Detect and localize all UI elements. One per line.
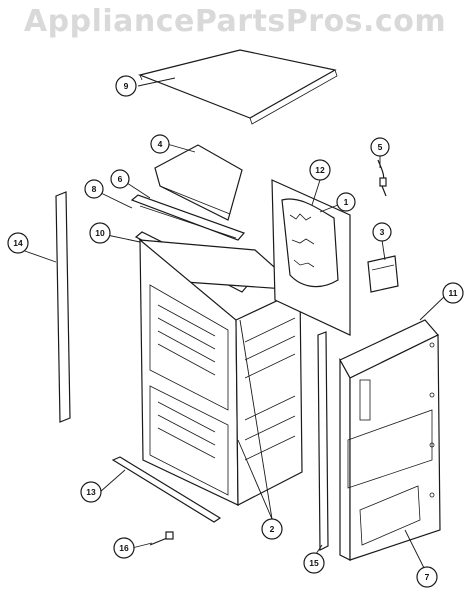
svg-text:1: 1 bbox=[344, 197, 349, 207]
leader-lines bbox=[21, 77, 448, 571]
callout-5: 5 bbox=[370, 137, 390, 157]
callout-4: 4 bbox=[150, 134, 170, 154]
callout-6: 6 bbox=[110, 169, 130, 189]
svg-text:14: 14 bbox=[13, 238, 23, 248]
callout-3: 3 bbox=[372, 222, 392, 242]
svg-text:7: 7 bbox=[425, 572, 430, 582]
svg-text:15: 15 bbox=[309, 558, 319, 568]
svg-text:8: 8 bbox=[92, 184, 97, 194]
callout-2: 2 bbox=[261, 518, 283, 540]
power-cord[interactable] bbox=[377, 159, 387, 197]
watermark-text: AppliancePartsPros.com bbox=[23, 4, 447, 39]
svg-text:6: 6 bbox=[118, 174, 123, 184]
svg-text:10: 10 bbox=[95, 228, 105, 238]
screw[interactable] bbox=[149, 531, 174, 546]
control-panel[interactable] bbox=[339, 319, 441, 561]
callout-9: 9 bbox=[115, 75, 137, 97]
callout-10: 10 bbox=[89, 222, 111, 244]
callout-14: 14 bbox=[7, 232, 29, 254]
callout-16: 16 bbox=[113, 537, 135, 559]
callout-7: 7 bbox=[416, 566, 438, 588]
terminal-block[interactable] bbox=[367, 255, 399, 293]
svg-text:13: 13 bbox=[86, 487, 96, 497]
right-side-trim[interactable] bbox=[317, 331, 329, 551]
callout-1: 1 bbox=[336, 192, 356, 212]
svg-text:4: 4 bbox=[158, 139, 163, 149]
left-side-trim[interactable] bbox=[55, 191, 71, 423]
vent-strip[interactable] bbox=[130, 194, 246, 241]
oven-cabinet[interactable] bbox=[138, 238, 303, 506]
svg-text:3: 3 bbox=[380, 227, 385, 237]
callout-8: 8 bbox=[84, 179, 104, 199]
svg-text:2: 2 bbox=[270, 524, 275, 534]
callout-12: 12 bbox=[309, 159, 331, 181]
callout-13: 13 bbox=[80, 481, 102, 503]
svg-text:16: 16 bbox=[119, 543, 129, 553]
bottom-trim[interactable] bbox=[111, 456, 222, 523]
callout-11: 11 bbox=[442, 282, 464, 304]
svg-text:11: 11 bbox=[449, 288, 458, 298]
callout-15: 15 bbox=[303, 552, 325, 574]
top-panel[interactable] bbox=[138, 49, 338, 125]
top-wedge-part[interactable] bbox=[154, 144, 243, 221]
svg-text:12: 12 bbox=[315, 165, 325, 175]
svg-text:5: 5 bbox=[378, 142, 383, 152]
back-panel[interactable] bbox=[271, 179, 351, 336]
svg-text:9: 9 bbox=[124, 81, 129, 91]
